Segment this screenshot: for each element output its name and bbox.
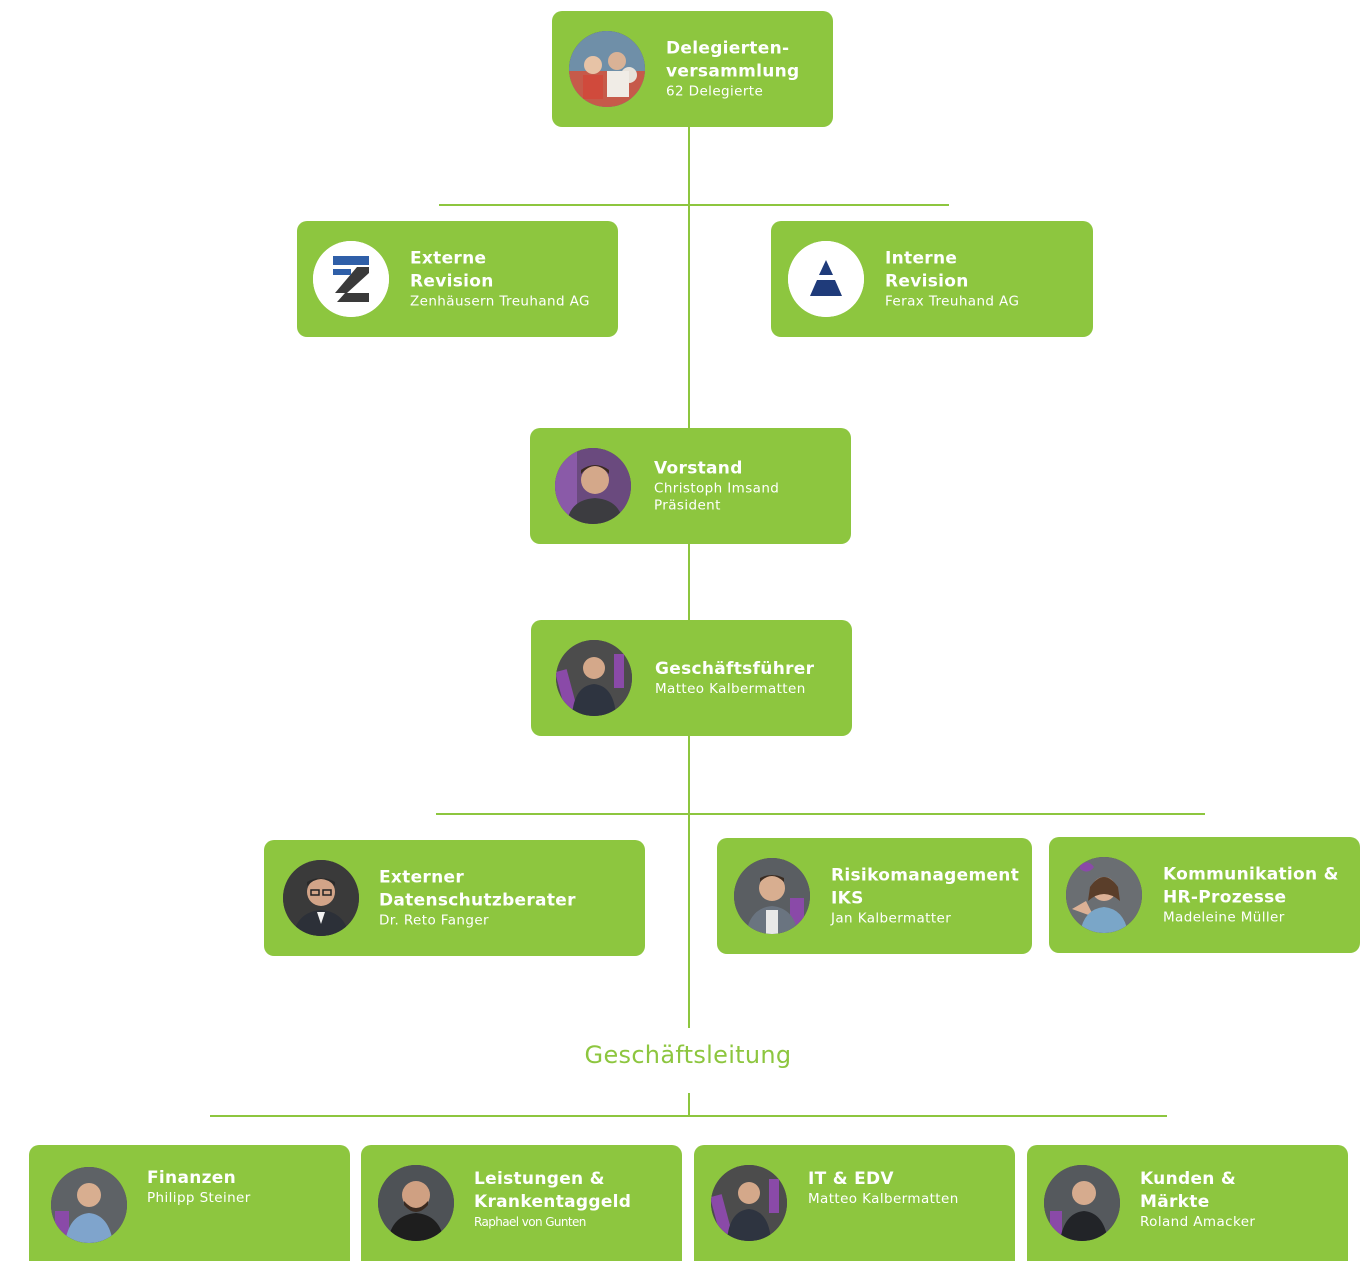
finance-text: Finanzen Philipp Steiner bbox=[147, 1167, 251, 1207]
risk-management-title-line1: Risikomanagement bbox=[831, 865, 1020, 886]
board-title: Vorstand bbox=[654, 458, 743, 479]
it-name: Matteo Kalbermatten bbox=[808, 1191, 959, 1207]
delegates-photo bbox=[569, 31, 645, 107]
external-audit-title-line1: Externe bbox=[410, 248, 487, 269]
card-benefits[interactable]: Leistungen & Krankentaggeld Raphael von … bbox=[361, 1145, 682, 1261]
internal-audit-title-line1: Interne bbox=[885, 248, 958, 269]
card-internal-audit[interactable]: Interne Revision Ferax Treuhand AG bbox=[771, 221, 1093, 337]
delegates-title-line2: versammlung bbox=[666, 61, 800, 82]
benefits-title-line1: Leistungen & bbox=[474, 1169, 605, 1189]
external-audit-text: Externe Revision Zenhäusern Treuhand AG bbox=[410, 248, 590, 311]
card-risk-management[interactable]: Risikomanagement IKS Jan Kalbermatter bbox=[717, 838, 1032, 954]
ceo-name: Matteo Kalbermatten bbox=[655, 681, 806, 697]
delegates-subtitle: 62 Delegierte bbox=[666, 83, 764, 100]
card-external-audit[interactable]: Externe Revision Zenhäusern Treuhand AG bbox=[297, 221, 618, 337]
internal-audit-subtitle: Ferax Treuhand AG bbox=[885, 293, 1020, 310]
risk-management-name: Jan Kalbermatter bbox=[831, 910, 952, 927]
card-data-protection[interactable]: Externer Datenschutzberater Dr. Reto Fan… bbox=[264, 840, 645, 956]
data-protection-title-line1: Externer bbox=[379, 867, 465, 888]
markets-name: Roland Amacker bbox=[1140, 1214, 1256, 1230]
delegates-text: Delegierten- versammlung 62 Delegierte bbox=[666, 38, 800, 101]
communication-hr-text: Kommunikation & HR-Prozesse Madeleine Mü… bbox=[1163, 864, 1339, 927]
it-text: IT & EDV Matteo Kalbermatten bbox=[808, 1168, 959, 1208]
connector-audit-branch bbox=[439, 204, 949, 206]
delegates-title-line1: Delegierten- bbox=[666, 38, 790, 59]
connector-departments-branch bbox=[210, 1115, 1167, 1117]
data-protection-title-line2: Datenschutzberater bbox=[379, 890, 576, 911]
card-communication-hr[interactable]: Kommunikation & HR-Prozesse Madeleine Mü… bbox=[1049, 837, 1360, 953]
card-board[interactable]: Vorstand Christoph Imsand Präsident bbox=[530, 428, 851, 544]
ferax-logo-icon bbox=[788, 241, 864, 317]
ceo-text: Geschäftsführer Matteo Kalbermatten bbox=[655, 658, 814, 698]
external-audit-title-line2: Revision bbox=[410, 271, 494, 292]
connector-board-ceo bbox=[688, 543, 690, 621]
card-ceo[interactable]: Geschäftsführer Matteo Kalbermatten bbox=[531, 620, 852, 736]
board-president-photo bbox=[555, 448, 631, 524]
communication-hr-title-line1: Kommunikation & bbox=[1163, 864, 1339, 885]
communication-hr-photo bbox=[1066, 857, 1142, 933]
it-photo bbox=[711, 1165, 787, 1241]
markets-title-line1: Kunden & bbox=[1140, 1169, 1237, 1189]
board-name: Christoph Imsand bbox=[654, 480, 780, 497]
connector-staff-branch bbox=[436, 813, 1205, 815]
benefits-name: Raphael von Gunten bbox=[474, 1215, 586, 1229]
ceo-title: Geschäftsführer bbox=[655, 659, 815, 679]
risk-management-title-line2: IKS bbox=[831, 888, 864, 909]
board-role: Präsident bbox=[654, 497, 721, 514]
card-delegates[interactable]: Delegierten- versammlung 62 Delegierte bbox=[552, 11, 833, 127]
communication-hr-title-line2: HR-Prozesse bbox=[1163, 887, 1287, 908]
internal-audit-title-line2: Revision bbox=[885, 271, 969, 292]
ceo-photo bbox=[556, 640, 632, 716]
management-heading: Geschäftsleitung bbox=[584, 1041, 792, 1069]
markets-text: Kunden & Märkte Roland Amacker bbox=[1140, 1168, 1255, 1231]
finance-name: Philipp Steiner bbox=[147, 1190, 251, 1206]
benefits-photo bbox=[378, 1165, 454, 1241]
markets-title-line2: Märkte bbox=[1140, 1192, 1210, 1212]
internal-audit-text: Interne Revision Ferax Treuhand AG bbox=[885, 248, 1019, 311]
connector-ceo-management bbox=[688, 735, 690, 1028]
data-protection-text: Externer Datenschutzberater Dr. Reto Fan… bbox=[379, 867, 576, 930]
card-markets[interactable]: Kunden & Märkte Roland Amacker bbox=[1027, 1145, 1348, 1261]
benefits-title-line2: Krankentaggeld bbox=[474, 1192, 632, 1212]
markets-photo bbox=[1044, 1165, 1120, 1241]
data-protection-name: Dr. Reto Fanger bbox=[379, 912, 489, 929]
board-text: Vorstand Christoph Imsand Präsident bbox=[654, 458, 779, 515]
card-it[interactable]: IT & EDV Matteo Kalbermatten bbox=[694, 1145, 1015, 1261]
connector-heading-departments bbox=[688, 1093, 690, 1116]
benefits-text: Leistungen & Krankentaggeld Raphael von … bbox=[474, 1168, 631, 1231]
finance-photo bbox=[51, 1167, 127, 1243]
communication-hr-name: Madeleine Müller bbox=[1163, 909, 1285, 926]
zenhaeusern-logo-icon bbox=[313, 241, 389, 317]
card-finance[interactable]: Finanzen Philipp Steiner bbox=[29, 1145, 350, 1261]
finance-title: Finanzen bbox=[147, 1168, 237, 1188]
it-title: IT & EDV bbox=[808, 1169, 894, 1189]
connector-main-top bbox=[688, 126, 690, 428]
risk-manager-photo bbox=[734, 858, 810, 934]
external-audit-subtitle: Zenhäusern Treuhand AG bbox=[410, 293, 590, 310]
data-protection-advisor-photo bbox=[283, 860, 359, 936]
risk-management-text: Risikomanagement IKS Jan Kalbermatter bbox=[831, 865, 1019, 928]
